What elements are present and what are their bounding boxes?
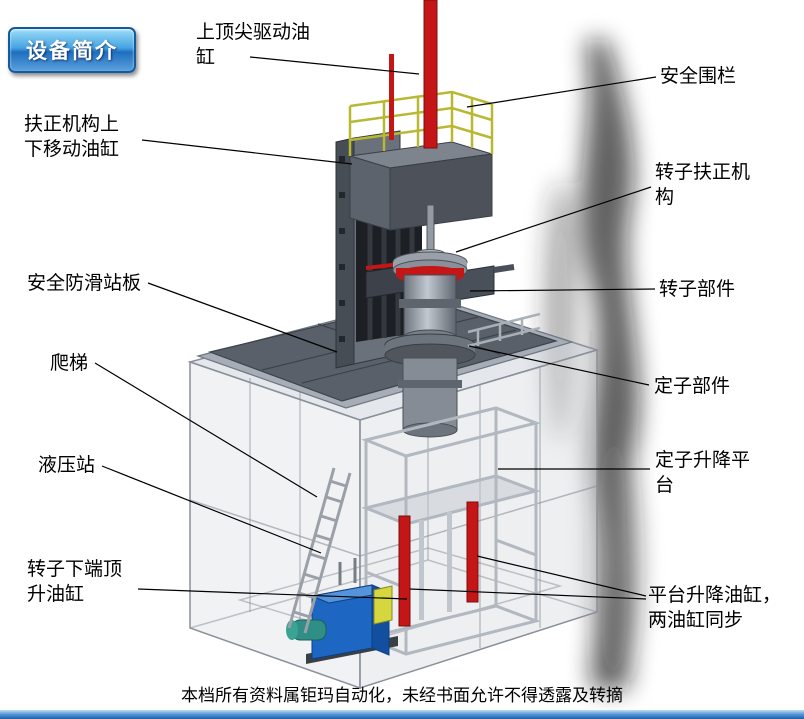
label-platform-cylinders: 平台升降油缸， 两油缸同步 xyxy=(648,584,782,632)
label-rotor-part: 转子部件 xyxy=(659,278,736,300)
label-stator-lift: 定子升降平 台 xyxy=(655,449,751,497)
top-drive-cylinder-graphic xyxy=(389,0,438,149)
platform-lift-cylinders xyxy=(398,501,479,627)
label-hydraulic: 液压站 xyxy=(38,454,96,476)
label-rotor-bottom-cylinder: 转子下端顶 升油缸 xyxy=(27,558,123,606)
safety-fence-graphic xyxy=(348,90,494,156)
title-badge: 设备简介 xyxy=(8,27,136,73)
stator-platform-frame xyxy=(467,312,541,348)
label-stator-part: 定子部件 xyxy=(654,375,731,397)
label-ladder: 爬梯 xyxy=(50,352,89,374)
shadow-smoke xyxy=(544,40,641,690)
label-rotor-centering: 转子扶正机 构 xyxy=(655,161,751,209)
bottom-accent-bar xyxy=(0,710,804,719)
footer-copyright: 本档所有资料属钜玛自动化，未经书面允许不得透露及转摘 xyxy=(181,686,623,706)
callout-lines xyxy=(94,56,657,600)
label-safety-fence: 安全围栏 xyxy=(660,65,737,87)
label-anti-slip: 安全防滑站板 xyxy=(27,272,142,294)
label-top-cylinder: 上顶尖驱动油 缸 xyxy=(196,21,311,69)
rotor-assembly xyxy=(384,204,476,438)
ladder-graphic xyxy=(287,467,352,634)
label-centering-cylinder: 扶正机构上 下移动油缸 xyxy=(24,113,120,161)
